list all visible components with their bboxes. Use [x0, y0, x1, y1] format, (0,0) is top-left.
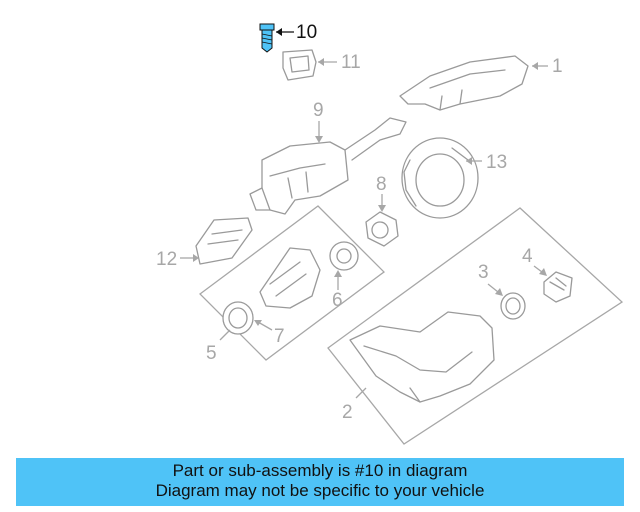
part-3-ring[interactable] — [500, 292, 526, 320]
part-5-ignition-housing[interactable] — [259, 247, 321, 309]
part-7-ring[interactable] — [222, 301, 254, 335]
part-12-module[interactable] — [195, 217, 253, 265]
info-banner: Part or sub-assembly is #10 in diagram D… — [16, 458, 624, 506]
part-1-upper-cover[interactable] — [399, 55, 529, 111]
part-2-lower-cover[interactable] — [349, 311, 495, 403]
part-4-transponder[interactable] — [543, 271, 573, 303]
group-box-5 — [199, 205, 385, 361]
banner-line-2: Diagram may not be specific to your vehi… — [155, 481, 485, 500]
part-9-combination-switch[interactable] — [249, 117, 407, 215]
part-10-screw[interactable] — [259, 23, 275, 53]
callout-6[interactable]: 6 — [332, 290, 343, 311]
parts-diagram: 10 11 1 9 13 8 12 — [156, 22, 624, 445]
banner-line-1: Part or sub-assembly is #10 in diagram — [172, 461, 468, 480]
callout-3[interactable]: 3 — [478, 262, 489, 283]
callout-1[interactable]: 1 — [552, 56, 563, 77]
callout-2[interactable]: 2 — [342, 402, 353, 423]
part-6-switch[interactable] — [329, 241, 359, 271]
callout-9[interactable]: 9 — [313, 100, 324, 121]
callout-4[interactable]: 4 — [522, 246, 533, 267]
callout-11[interactable]: 11 — [341, 52, 361, 73]
callout-13[interactable]: 13 — [486, 152, 507, 173]
callout-7[interactable]: 7 — [274, 326, 285, 347]
part-11-bracket[interactable] — [282, 49, 317, 81]
callout-10[interactable]: 10 — [296, 22, 317, 43]
callout-5[interactable]: 5 — [206, 343, 217, 364]
callout-8[interactable]: 8 — [376, 174, 387, 195]
callout-12[interactable]: 12 — [156, 249, 177, 270]
group-box-2 — [327, 207, 624, 445]
part-13-clock-spring[interactable] — [401, 137, 479, 219]
part-8-lock-cylinder[interactable] — [365, 211, 399, 247]
